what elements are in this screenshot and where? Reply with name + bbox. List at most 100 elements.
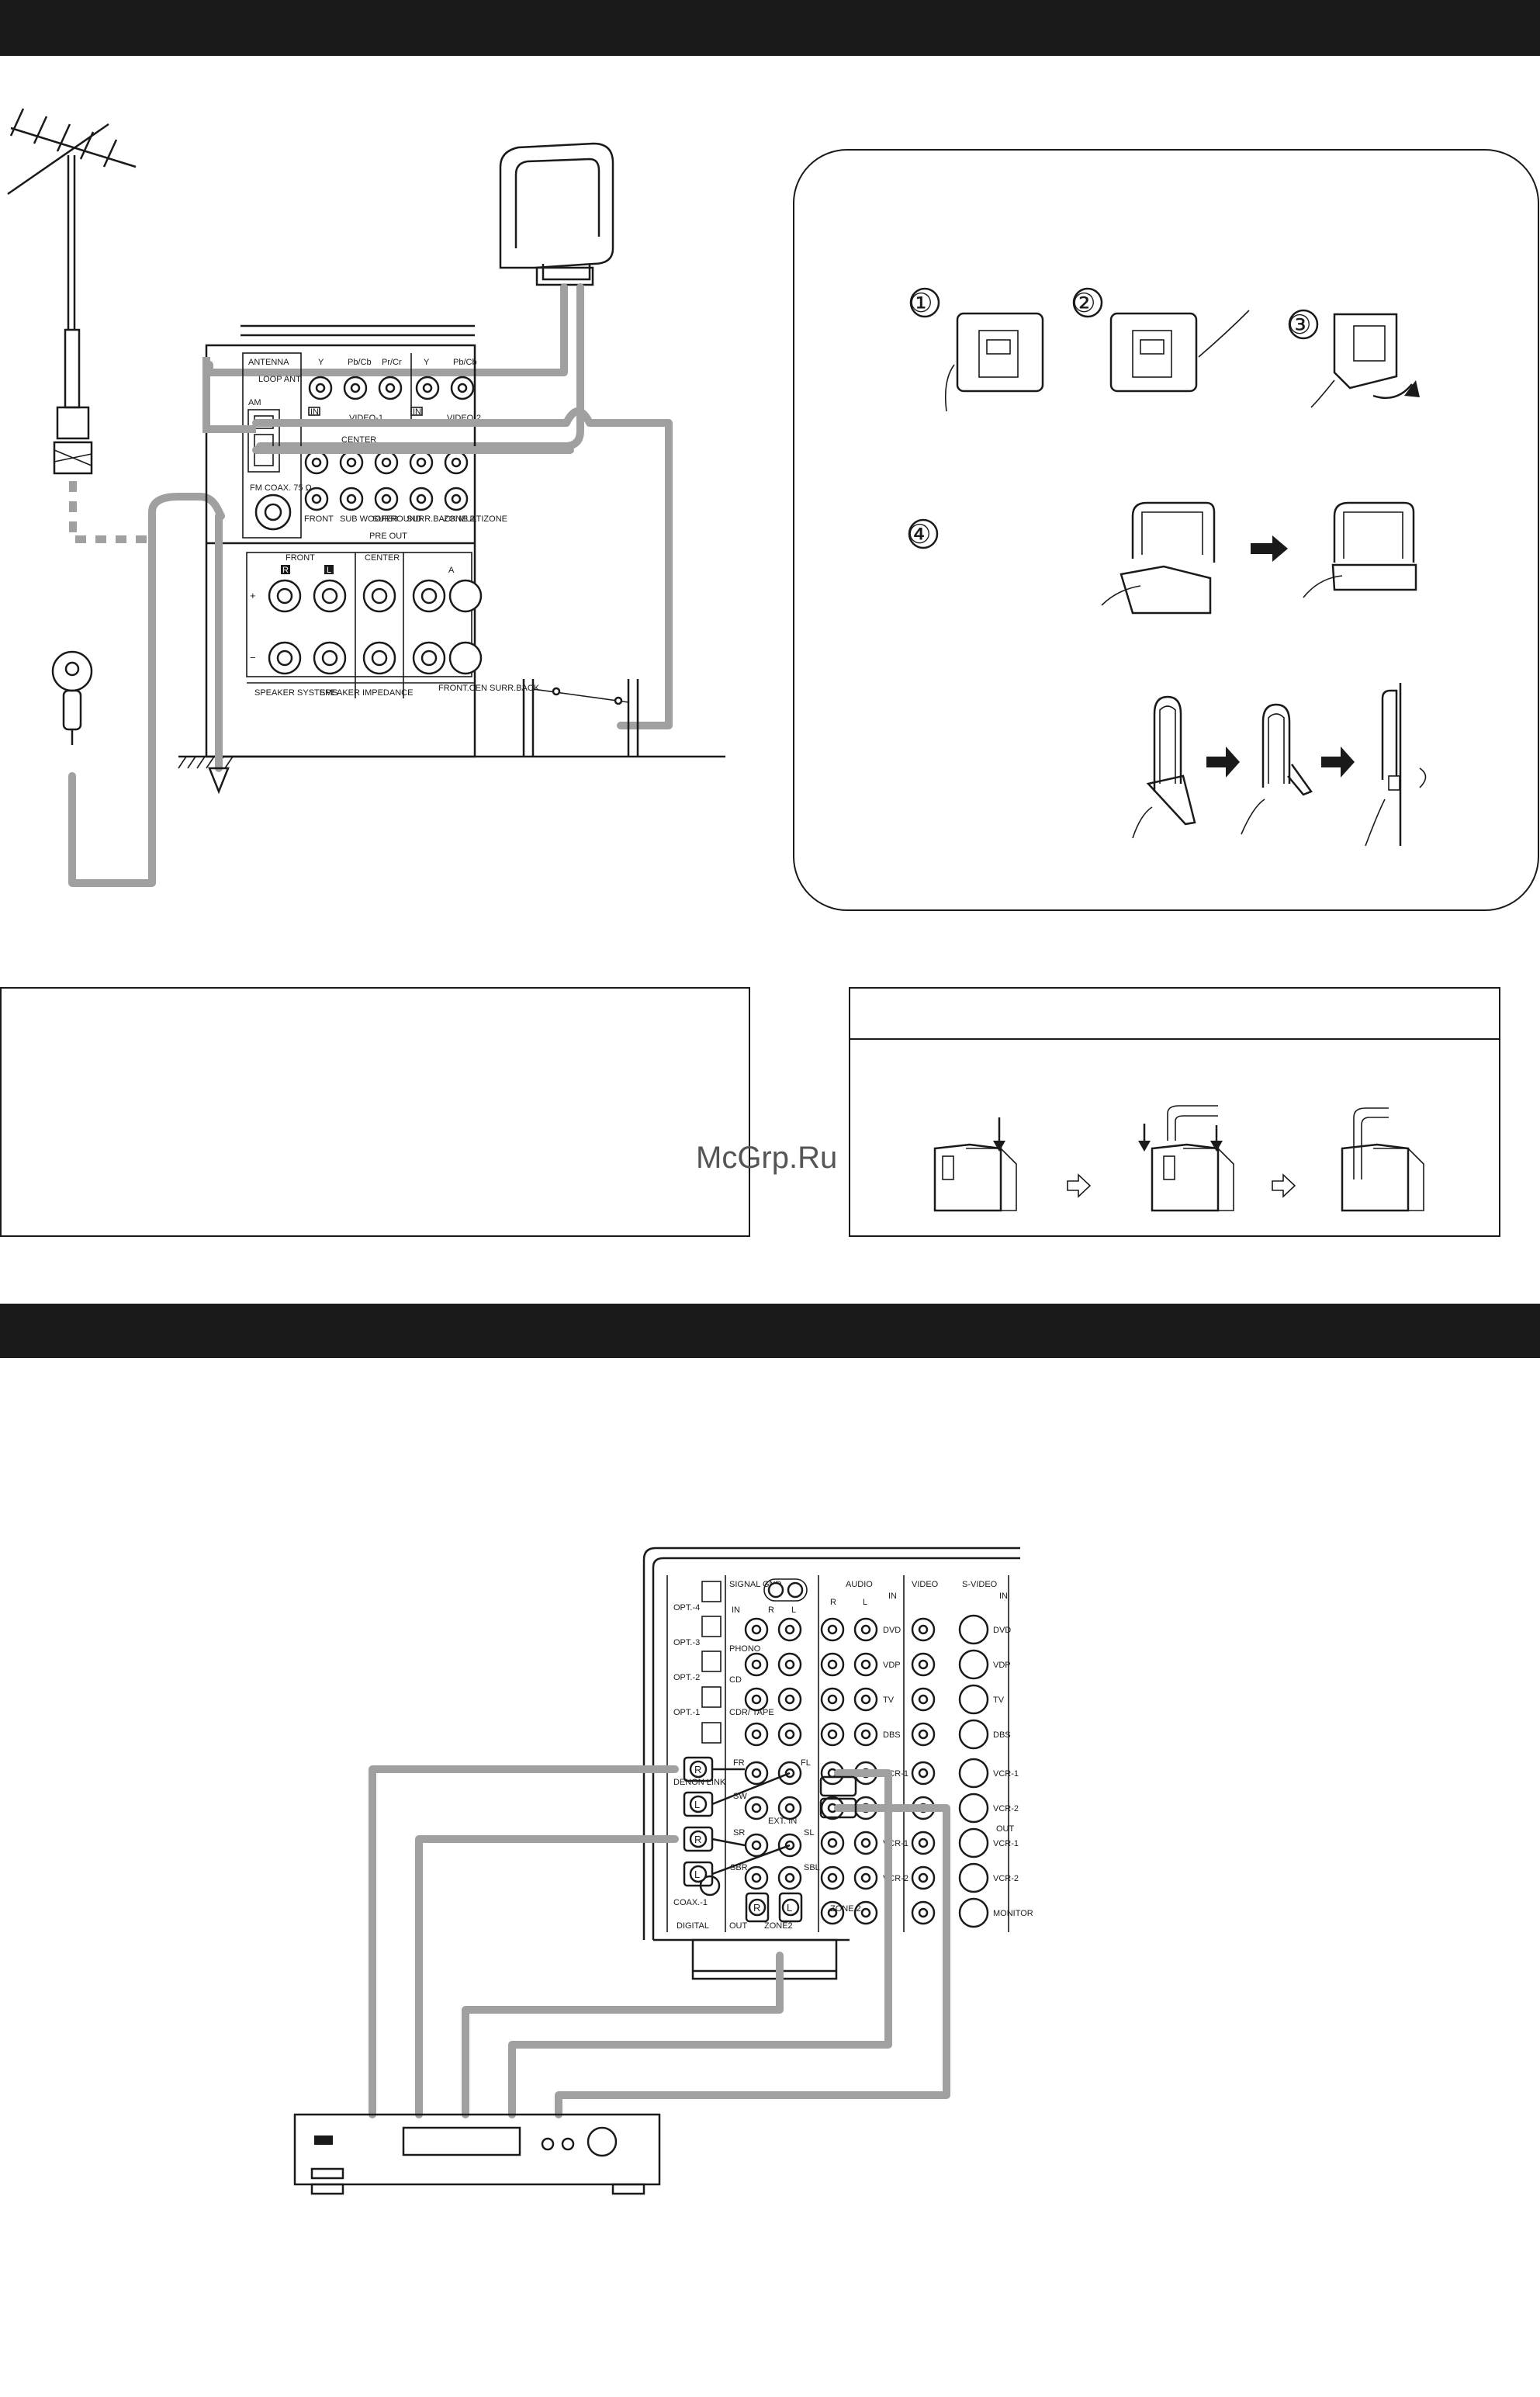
audio-dvd-label: DVD: [883, 1626, 901, 1635]
dvd-player-icon: [293, 2113, 661, 2195]
audio-tv-label: TV: [883, 1696, 895, 1705]
svideo-vcr2-label: VCR-2: [993, 1804, 1019, 1813]
zone2-out-label: OUT: [729, 1921, 748, 1931]
plug-center-r-label: R: [753, 1902, 760, 1914]
video1-pr-label: Pr/Cr: [382, 358, 402, 367]
opt3-label: OPT.-3: [673, 1638, 700, 1647]
plug-sl-l-label: L: [694, 1869, 700, 1880]
antenna-title-label: ANTENNA: [248, 358, 289, 367]
assembly-step-1: ①: [909, 287, 1044, 412]
speaker-a-label: A: [448, 566, 455, 575]
zone2-label: ZONE2: [764, 1921, 793, 1931]
am-terminal-label: AM: [248, 398, 261, 407]
audio-column-label: AUDIO: [846, 1580, 873, 1589]
fm-coax-label: FM COAX. 75 Ω: [250, 483, 312, 493]
am-loop-antenna-icon: [499, 142, 614, 286]
rca-plug-center-r: R: [745, 1892, 770, 1923]
assembly-step-3: ③: [1288, 309, 1420, 408]
video2-pb-label: Pb/Cb: [453, 358, 477, 367]
svideo-monitor-label: MONITOR: [993, 1909, 1033, 1918]
speaker-front-label: FRONT: [286, 553, 315, 563]
fl-label: FL: [801, 1758, 811, 1768]
fm-indoor-antenna-icon: [51, 650, 93, 745]
opt4-label: OPT.-4: [673, 1603, 700, 1612]
rca-plug-fr: R: [683, 1756, 745, 1782]
svideo-in-label: IN: [999, 1592, 1008, 1601]
svideo-column-label: S-VIDEO: [962, 1580, 998, 1589]
antenna-section-header-bar: [0, 0, 1540, 56]
rca-plug-ext-in-a: [819, 1775, 857, 1819]
opt1-label: OPT.-1: [673, 1708, 700, 1717]
speaker-center-label: CENTER: [365, 553, 400, 563]
speaker-l-label: L: [327, 566, 331, 575]
watermark-text: McGrp.Ru: [696, 1141, 837, 1175]
speaker-impedance-label: SPEAKER IMPEDANCE: [320, 688, 413, 698]
svideo-out-label: OUT: [996, 1824, 1015, 1834]
svideo-vdp-label: VDP: [993, 1661, 1011, 1670]
digital-label: DIGITAL: [677, 1921, 709, 1931]
preout-label: PRE OUT: [369, 532, 407, 541]
step-2-number: ②: [1072, 289, 1095, 318]
assembly-step-2: ②: [1072, 287, 1250, 393]
audio-r-col-label: R: [768, 1606, 774, 1615]
audio-vdp-label: VDP: [883, 1661, 901, 1670]
plug-fl-l-label: L: [694, 1799, 700, 1810]
preout-surround-label: SURROUND: [372, 514, 422, 524]
video2-y-label: Y: [424, 358, 430, 367]
video1-in-label: IN: [310, 407, 319, 417]
audio-l-col-label: L: [791, 1606, 796, 1615]
receiver-rear-panel: OPT.-4 OPT.-3 OPT.-2 OPT.-1 DENON LINK C…: [642, 1547, 1033, 1980]
video2-in-label: IN: [413, 407, 421, 417]
opt2-label: OPT.-2: [673, 1673, 700, 1682]
speaker-systems-label: SPEAKER SYSTEMS: [254, 688, 338, 698]
speaker-terminal-note-divider: [850, 1038, 1499, 1040]
video1-y-label: Y: [318, 358, 324, 367]
connection-section-header-bar: [0, 1304, 1540, 1358]
speaker-minus-label: −: [250, 652, 256, 663]
loop-ant-label: LOOP ANT.: [258, 375, 303, 384]
rca-plug-sl: L: [683, 1844, 791, 1887]
phono-in-label: IN: [732, 1606, 740, 1615]
speaker-terminal-note-box: [849, 987, 1500, 1237]
svideo-dvd-label: DVD: [993, 1626, 1011, 1635]
front-cen-surr-back-label: FRONT.CEN SURR.BACK: [438, 684, 540, 693]
step-4-number: ④: [908, 520, 931, 549]
audio-r-label: R: [830, 1598, 836, 1607]
preout-front-label: FRONT: [304, 514, 334, 524]
svideo-tv-label: TV: [993, 1696, 1005, 1705]
step-1-number: ①: [909, 289, 933, 318]
receiver-terminal-panel: ANTENNA LOOP ANT. AM FM COAX. 75 Ω Y Pb/…: [205, 324, 540, 758]
am-outdoor-antenna-post: [522, 679, 639, 757]
phono-label: PHONO: [729, 1644, 761, 1654]
ground-hatch: [178, 756, 234, 769]
cd-label: CD: [729, 1675, 742, 1685]
speaker-r-label: R: [282, 566, 289, 575]
preout-subwoofer-label: SUB WOOFER: [340, 514, 398, 524]
speaker-terminal-steps: [933, 1105, 1424, 1212]
sbl-label: SBL: [804, 1863, 820, 1872]
svideo-dbs-label: DBS: [993, 1730, 1011, 1740]
fr-label: FR: [733, 1758, 745, 1768]
audio-dbs-label: DBS: [883, 1730, 901, 1740]
preout-center-label: CENTER: [341, 435, 376, 445]
coax1-label: COAX.-1: [673, 1898, 708, 1907]
step-3-number: ③: [1288, 310, 1311, 340]
svideo-vcr1-label: VCR-1: [993, 1769, 1019, 1779]
preout-zone2-label: ZONE 2: [444, 514, 475, 524]
antenna-note-box: [0, 987, 750, 1237]
plug-fr-r-label: R: [694, 1764, 701, 1775]
assembly-step-5-wall-mount: [1132, 683, 1427, 847]
sl-label: SL: [804, 1828, 814, 1838]
video-column-label: VIDEO: [912, 1580, 939, 1589]
plug-sr-r-label: R: [694, 1834, 701, 1845]
speaker-plus-label: +: [250, 590, 256, 601]
rca-plug-center-l: L: [778, 1892, 803, 1923]
audio-in-label: IN: [888, 1592, 897, 1601]
rca-plug-fl: L: [683, 1772, 791, 1817]
audio-l-label: L: [863, 1598, 867, 1607]
svideo-vcr2-out-label: VCR-2: [993, 1874, 1019, 1883]
assembly-step-4: ④: [908, 501, 1417, 615]
sr-label: SR: [733, 1828, 745, 1838]
video1-pb-label: Pb/Cb: [348, 358, 372, 367]
